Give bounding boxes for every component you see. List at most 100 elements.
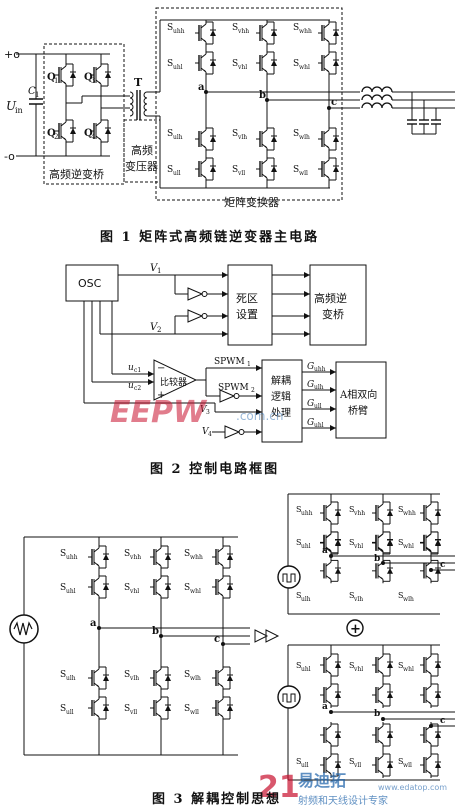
fig3-rt-node-a: a bbox=[322, 546, 328, 556]
rb-switch-u bbox=[320, 652, 341, 708]
comparator bbox=[153, 359, 198, 401]
eepw-watermark: EEPW bbox=[110, 395, 208, 430]
fig3-s-uhh: S bbox=[60, 549, 66, 559]
fig3-s-ull: S bbox=[60, 704, 66, 714]
svg-text:4: 4 bbox=[208, 431, 212, 438]
fig3-left-node-a: a bbox=[90, 618, 97, 629]
inductor-b bbox=[361, 94, 393, 101]
fig1-s-whl: S bbox=[293, 59, 299, 69]
svg-text:ulh: ulh bbox=[173, 134, 183, 141]
svg-text:3: 3 bbox=[206, 409, 210, 416]
fig1-node-a: a bbox=[198, 82, 205, 93]
fig3-s-vhh: S bbox=[124, 549, 130, 559]
fig1-s-wlh: S bbox=[293, 129, 299, 139]
fig1-s-whh: S bbox=[293, 23, 299, 33]
svg-text:uhh: uhh bbox=[66, 554, 78, 561]
svg-text:4: 4 bbox=[91, 133, 96, 141]
uc1-label: u bbox=[128, 363, 134, 373]
fig3-rt-s-uhh: S bbox=[296, 505, 301, 514]
switch-s-whh-whl bbox=[318, 20, 339, 76]
decouple-logic-block bbox=[261, 359, 303, 443]
svg-text:2: 2 bbox=[54, 133, 58, 141]
spwm1-label: SPWM bbox=[214, 357, 245, 367]
decouple-label-2: 逻辑 bbox=[271, 390, 291, 403]
hf-transformer-label-1: 高频 bbox=[131, 143, 153, 157]
svg-text:uhh: uhh bbox=[173, 28, 185, 35]
fig1-s-uhl: S bbox=[167, 59, 173, 69]
phase-a-label-1: A相双向 bbox=[339, 388, 377, 401]
left-switch-v-high bbox=[150, 544, 171, 600]
decouple-label-3: 处理 bbox=[271, 407, 291, 419]
svg-text:c2: c2 bbox=[134, 385, 141, 392]
switch-s-vlh-vll bbox=[256, 126, 277, 182]
fig3-s-ulh: S bbox=[60, 670, 66, 680]
svg-text:2: 2 bbox=[157, 326, 161, 334]
uc2-label: u bbox=[128, 381, 134, 391]
fig3-rt-s-vhh: S bbox=[349, 505, 354, 514]
svg-text:whh: whh bbox=[403, 510, 416, 517]
not-gate-1 bbox=[187, 287, 208, 301]
svg-text:whl: whl bbox=[299, 64, 310, 71]
not-gate-4 bbox=[224, 425, 245, 439]
input-plus-terminal: +o bbox=[4, 48, 20, 61]
plus-circle-icon bbox=[346, 619, 364, 637]
hf-transformer-label-2: 变压器 bbox=[125, 159, 158, 173]
q2-label: Q bbox=[47, 128, 56, 139]
svg-text:wlh: wlh bbox=[190, 675, 201, 682]
hf-inverter-label: 高频逆变桥 bbox=[49, 167, 104, 181]
figure-2-control-block: OSC 死区 设置 高频逆 变桥 V 1 V 2 bbox=[65, 263, 387, 443]
edatop-watermark-name: 易迪拓 bbox=[298, 771, 346, 790]
fig3-s-whh: S bbox=[184, 549, 190, 559]
q3-label: Q bbox=[84, 72, 93, 83]
svg-text:vhh: vhh bbox=[237, 28, 249, 35]
svg-text:1: 1 bbox=[157, 267, 161, 275]
matrix-converter-label: 矩阵变换器 bbox=[224, 195, 279, 209]
comparator-plus: + bbox=[157, 390, 165, 401]
decompose-arrow-icon bbox=[254, 629, 280, 643]
eepw-watermark-domain: .com.cn bbox=[236, 409, 283, 423]
fig3-rt-s-whl: S bbox=[398, 538, 403, 547]
right-bottom-source-icon bbox=[277, 685, 301, 709]
fig3-rb-s-vll: S bbox=[349, 757, 354, 766]
svg-text:vll: vll bbox=[237, 170, 245, 177]
fig1-node-c: c bbox=[331, 97, 337, 108]
svg-text:1: 1 bbox=[247, 361, 251, 368]
fig3-s-vll: S bbox=[124, 704, 130, 714]
svg-text:whh: whh bbox=[190, 554, 203, 561]
figure-3-caption: 图 3 解耦控制思想 bbox=[152, 792, 282, 807]
rb-switch-u-low bbox=[320, 722, 341, 778]
fig3-s-uhl: S bbox=[60, 583, 66, 593]
decouple-label-1: 解耦 bbox=[271, 374, 291, 387]
output-capacitors bbox=[407, 92, 441, 135]
svg-text:vll: vll bbox=[129, 709, 137, 716]
fig1-node-b: b bbox=[259, 90, 266, 101]
left-switch-u-low bbox=[88, 665, 109, 721]
rb-switch-v-low bbox=[372, 722, 393, 778]
svg-text:ull: ull bbox=[173, 170, 181, 177]
svg-text:uhl: uhl bbox=[173, 64, 183, 71]
svg-text:vhh: vhh bbox=[129, 554, 141, 561]
svg-text:c1: c1 bbox=[134, 367, 141, 374]
q1-label: Q bbox=[47, 72, 56, 83]
fig3-rb-node-c: c bbox=[440, 716, 446, 726]
edatop-watermark-slogan: 射频和天线设计专家 bbox=[298, 794, 388, 807]
svg-text:uhh: uhh bbox=[301, 510, 313, 517]
comparator-label: 比较器 bbox=[160, 376, 187, 388]
inductor-a bbox=[361, 86, 393, 93]
switch-s-wlh-wll bbox=[318, 126, 339, 182]
svg-text:vlh: vlh bbox=[353, 596, 363, 603]
left-switch-v-low bbox=[150, 665, 171, 721]
transformer-t-label: T bbox=[134, 76, 143, 89]
fig3-rt-s-vlh: S bbox=[349, 591, 354, 600]
left-switch-u-high bbox=[88, 544, 109, 600]
fig3-rb-s-whl: S bbox=[398, 661, 403, 670]
fig1-s-uhh: S bbox=[167, 23, 173, 33]
phase-a-label-2: 桥臂 bbox=[348, 404, 368, 417]
dead-zone-block bbox=[227, 264, 273, 346]
fig3-rb-node-b: b bbox=[374, 709, 380, 719]
svg-text:whl: whl bbox=[190, 588, 201, 595]
svg-text:1: 1 bbox=[35, 91, 39, 99]
v4-label: V bbox=[202, 427, 210, 437]
